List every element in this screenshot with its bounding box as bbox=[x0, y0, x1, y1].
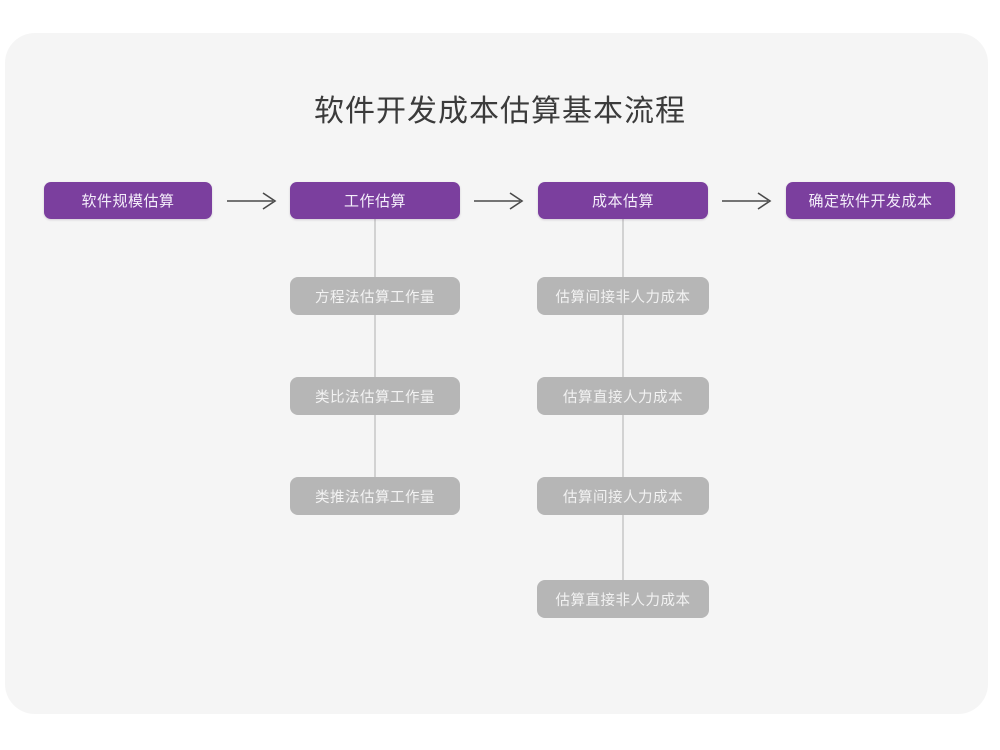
sub-box-label: 类比法估算工作量 bbox=[315, 389, 435, 406]
arrow-right-icon-3 bbox=[720, 190, 776, 212]
arrow-right-icon-1 bbox=[225, 190, 281, 212]
stage-box-determine-development-cost[interactable]: 确定软件开发成本 bbox=[786, 182, 955, 219]
sub-box-label: 估算间接人力成本 bbox=[563, 489, 683, 506]
arrow-right-icon-2 bbox=[472, 190, 528, 212]
sub-box-label: 方程法估算工作量 bbox=[315, 289, 435, 306]
stage-label: 软件规模估算 bbox=[81, 193, 175, 210]
page-title: 软件开发成本估算基本流程 bbox=[314, 95, 686, 128]
sub-box-label: 估算直接非人力成本 bbox=[555, 592, 691, 609]
sub-box-direct-labor-cost[interactable]: 估算直接人力成本 bbox=[537, 377, 709, 415]
sub-box-indirect-labor-cost[interactable]: 估算间接人力成本 bbox=[537, 477, 709, 515]
sub-box-inference-method-effort[interactable]: 类推法估算工作量 bbox=[290, 477, 460, 515]
sub-box-indirect-nonlabor-cost[interactable]: 估算间接非人力成本 bbox=[537, 277, 709, 315]
sub-box-analogy-method-effort[interactable]: 类比法估算工作量 bbox=[290, 377, 460, 415]
stage-box-software-size-estimation[interactable]: 软件规模估算 bbox=[44, 182, 212, 219]
stage-label: 确定软件开发成本 bbox=[808, 193, 933, 210]
stage-box-cost-estimation[interactable]: 成本估算 bbox=[538, 182, 708, 219]
sub-box-equation-method-effort[interactable]: 方程法估算工作量 bbox=[290, 277, 460, 315]
connector-line-work-branch bbox=[374, 216, 376, 501]
diagram-card-background bbox=[5, 33, 988, 714]
stage-label: 工作估算 bbox=[343, 193, 406, 210]
sub-box-direct-nonlabor-cost[interactable]: 估算直接非人力成本 bbox=[537, 580, 709, 618]
stage-label: 成本估算 bbox=[591, 193, 654, 210]
sub-box-label: 估算间接非人力成本 bbox=[555, 289, 691, 306]
sub-box-label: 估算直接人力成本 bbox=[563, 389, 683, 406]
sub-box-label: 类推法估算工作量 bbox=[315, 489, 435, 506]
stage-box-work-estimation[interactable]: 工作估算 bbox=[290, 182, 460, 219]
